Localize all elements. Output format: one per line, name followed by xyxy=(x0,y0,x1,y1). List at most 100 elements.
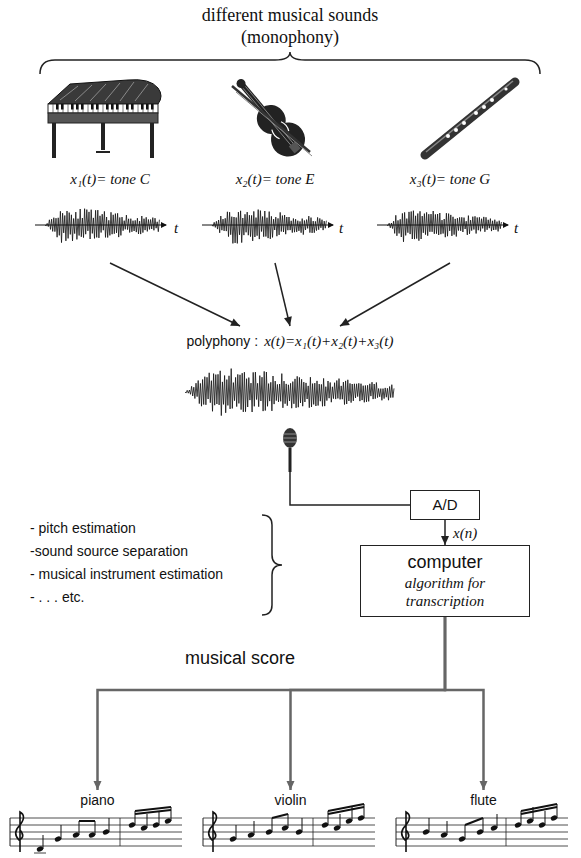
connector-line xyxy=(340,263,450,326)
connector-line xyxy=(290,472,410,505)
time-axis-arrowhead xyxy=(328,222,334,228)
treble-clef xyxy=(402,812,410,852)
piano-black-key xyxy=(61,104,64,110)
bar-line xyxy=(313,818,314,846)
section-label: musical score xyxy=(185,648,295,670)
waveforms xyxy=(35,209,509,416)
piano-black-key xyxy=(116,104,119,110)
waveform xyxy=(185,369,394,416)
connector xyxy=(110,263,240,326)
connector xyxy=(445,617,488,790)
flute-holes xyxy=(446,87,508,138)
flute-highlight xyxy=(426,81,513,152)
note-stem xyxy=(109,818,110,832)
connector xyxy=(287,617,446,790)
score-part: flute xyxy=(391,790,576,852)
bar-line xyxy=(120,818,121,846)
piano-black-key xyxy=(126,104,129,110)
connector xyxy=(441,520,449,545)
treble-clef xyxy=(16,812,24,852)
score-part: piano xyxy=(5,790,190,852)
connector-line xyxy=(291,617,446,790)
violin-lower-bout xyxy=(264,115,312,163)
flute-hole xyxy=(462,121,466,125)
flute-hole xyxy=(490,98,494,102)
flute-hole xyxy=(446,134,450,138)
node-label: x₂(t)= tone E xyxy=(209,170,341,188)
node-label: x₁(t)= tone C xyxy=(44,170,176,188)
arrowhead xyxy=(230,318,240,326)
task-item: - pitch estimation xyxy=(30,520,136,537)
arrowhead xyxy=(340,318,350,326)
piano-black-key xyxy=(111,104,114,110)
piano-black-key xyxy=(91,104,94,110)
diagram-title: different musical sounds (monophony) xyxy=(175,4,405,48)
staff-end-bar xyxy=(396,818,397,846)
flute-tube xyxy=(425,82,515,155)
piano-key-lines xyxy=(53,104,153,113)
microphone-handle xyxy=(289,448,292,472)
piano-keys xyxy=(53,104,154,113)
piano-black-key xyxy=(81,104,84,110)
violin-bow-hair xyxy=(236,92,312,156)
note-stem xyxy=(465,825,466,839)
microphone-grille xyxy=(283,434,297,442)
task-item: -sound source separation xyxy=(30,543,188,560)
connector xyxy=(290,472,410,505)
axis-label: t xyxy=(339,219,343,237)
note-stem xyxy=(483,818,484,832)
task-item: - musical instrument estimation xyxy=(30,566,223,583)
node-sublabel: algorithm for transcription xyxy=(369,574,521,610)
piano-black-key xyxy=(56,104,59,110)
connector-line xyxy=(445,617,484,790)
arrowhead xyxy=(94,781,102,790)
piano-black-key xyxy=(151,104,154,110)
waveform xyxy=(387,211,501,242)
piano-black-key xyxy=(141,104,144,110)
node-label: flute xyxy=(395,792,572,809)
axis-label: t xyxy=(514,219,518,237)
node-sublabel: x(t)=x₁(t)+x₂(t)+x₃(t) xyxy=(264,332,393,350)
node-label: x₃(t)= tone G xyxy=(384,170,516,188)
connector-line xyxy=(110,263,240,326)
connector-line xyxy=(275,263,290,326)
piano-black-key xyxy=(106,104,109,110)
flute-embouchure xyxy=(504,87,507,90)
treble-clef xyxy=(209,812,217,852)
piano-black-key xyxy=(131,104,134,110)
ledger-line xyxy=(34,853,46,854)
signal-label: x(n) xyxy=(451,524,479,542)
arrowhead xyxy=(284,316,292,326)
connector xyxy=(275,263,292,326)
instrument-signal: x₁(t)= tone C xyxy=(40,168,180,263)
staff-end-bar xyxy=(203,818,204,846)
piano-black-key xyxy=(146,104,149,110)
note-stem xyxy=(79,821,80,835)
piano-keyboard xyxy=(48,104,158,113)
arrowhead xyxy=(480,781,488,790)
arrowhead xyxy=(287,781,295,790)
note-stem xyxy=(147,814,148,828)
converter-box: A/D xyxy=(410,490,480,520)
connector-line xyxy=(98,617,446,790)
piano-black-key xyxy=(76,104,79,110)
staff-lines xyxy=(396,818,568,846)
piano-legs xyxy=(54,123,152,158)
piano-hatching xyxy=(60,82,148,101)
staff-end-bar xyxy=(10,818,11,846)
task-item: - . . . etc. xyxy=(30,589,84,606)
node-label: violin xyxy=(202,792,379,809)
violin-bow xyxy=(232,86,310,152)
note-stem xyxy=(61,825,62,839)
note-stem xyxy=(340,814,341,828)
piano-illustration xyxy=(48,80,161,158)
instrument-signal: x₂(t)= tone E xyxy=(205,168,345,263)
staff-lines xyxy=(10,818,182,846)
violin-scroll xyxy=(235,77,248,90)
flute-illustration xyxy=(425,81,515,155)
note-stem xyxy=(288,814,289,828)
piano-black-key xyxy=(96,104,99,110)
flute-hole xyxy=(454,128,458,132)
